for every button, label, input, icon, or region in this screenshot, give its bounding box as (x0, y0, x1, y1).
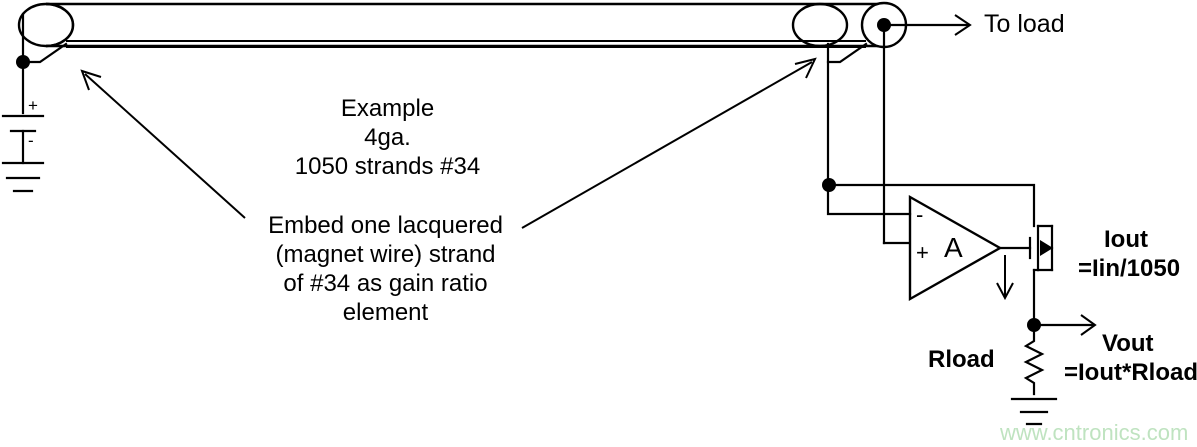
to-load-output (877, 14, 972, 245)
vout-formula-label: =Iout*Rload (1064, 359, 1197, 386)
leader-arrow-right-shaft (521, 61, 813, 229)
op-amp-minus-input-label: - (916, 202, 923, 227)
iout-label: Iout (1104, 226, 1148, 253)
leader-arrow-left-shaft (84, 73, 246, 219)
leader-arrow-left-head (80, 69, 102, 91)
cable-left-ellipse-front-arc (45, 2, 75, 48)
op-amp-symbol-label: A (944, 232, 963, 263)
to-load-arrowhead (954, 14, 972, 36)
site-watermark: www.cntronics.com (1000, 420, 1189, 445)
leader-arrow-right-head (794, 57, 817, 79)
rload-label: Rload (928, 346, 995, 373)
feedback-wire-to-mosfet-drain (827, 183, 1036, 228)
rload-branch (1010, 314, 1097, 426)
embed-line-3: of #34 as gain ratio (283, 270, 488, 297)
vout-label: Vout (1102, 330, 1154, 357)
example-line-1: Example (340, 95, 435, 122)
battery-plus-sign: + (28, 96, 38, 115)
source-branch: + - (1, 12, 45, 193)
op-amp-triangle (908, 194, 1003, 302)
iout-formula-label: =Iin/1050 (1078, 255, 1181, 282)
iout-arrowhead (996, 282, 1014, 301)
embed-line-4: element (342, 299, 429, 326)
source-junction-dot (16, 55, 30, 69)
embed-line-2: (magnet wire) strand (275, 241, 496, 268)
cable-body (17, 2, 849, 48)
vout-arrowhead (1080, 314, 1097, 336)
embed-line-1: Embed one lacquered (268, 212, 503, 239)
minus-input-wire (826, 183, 912, 216)
battery-minus-sign: - (28, 131, 34, 150)
op-amp-plus-input-label: + (916, 240, 929, 265)
rload-resistor-zigzag (1023, 330, 1045, 396)
cable-right-end-ellipse (791, 2, 849, 48)
op-amp: A - + (822, 178, 1032, 302)
iout-current-arrow (996, 255, 1014, 301)
mosfet (1028, 224, 1054, 327)
strand-right-bend (826, 42, 868, 64)
mosfet-channel-arrow (1040, 240, 1053, 256)
to-load-label: To load (984, 10, 1065, 38)
example-line-3: 1050 strands #34 (294, 153, 481, 180)
annotation-leaders (80, 57, 817, 229)
feedback-rail (827, 183, 1036, 228)
example-line-2: 4ga. (364, 124, 411, 151)
